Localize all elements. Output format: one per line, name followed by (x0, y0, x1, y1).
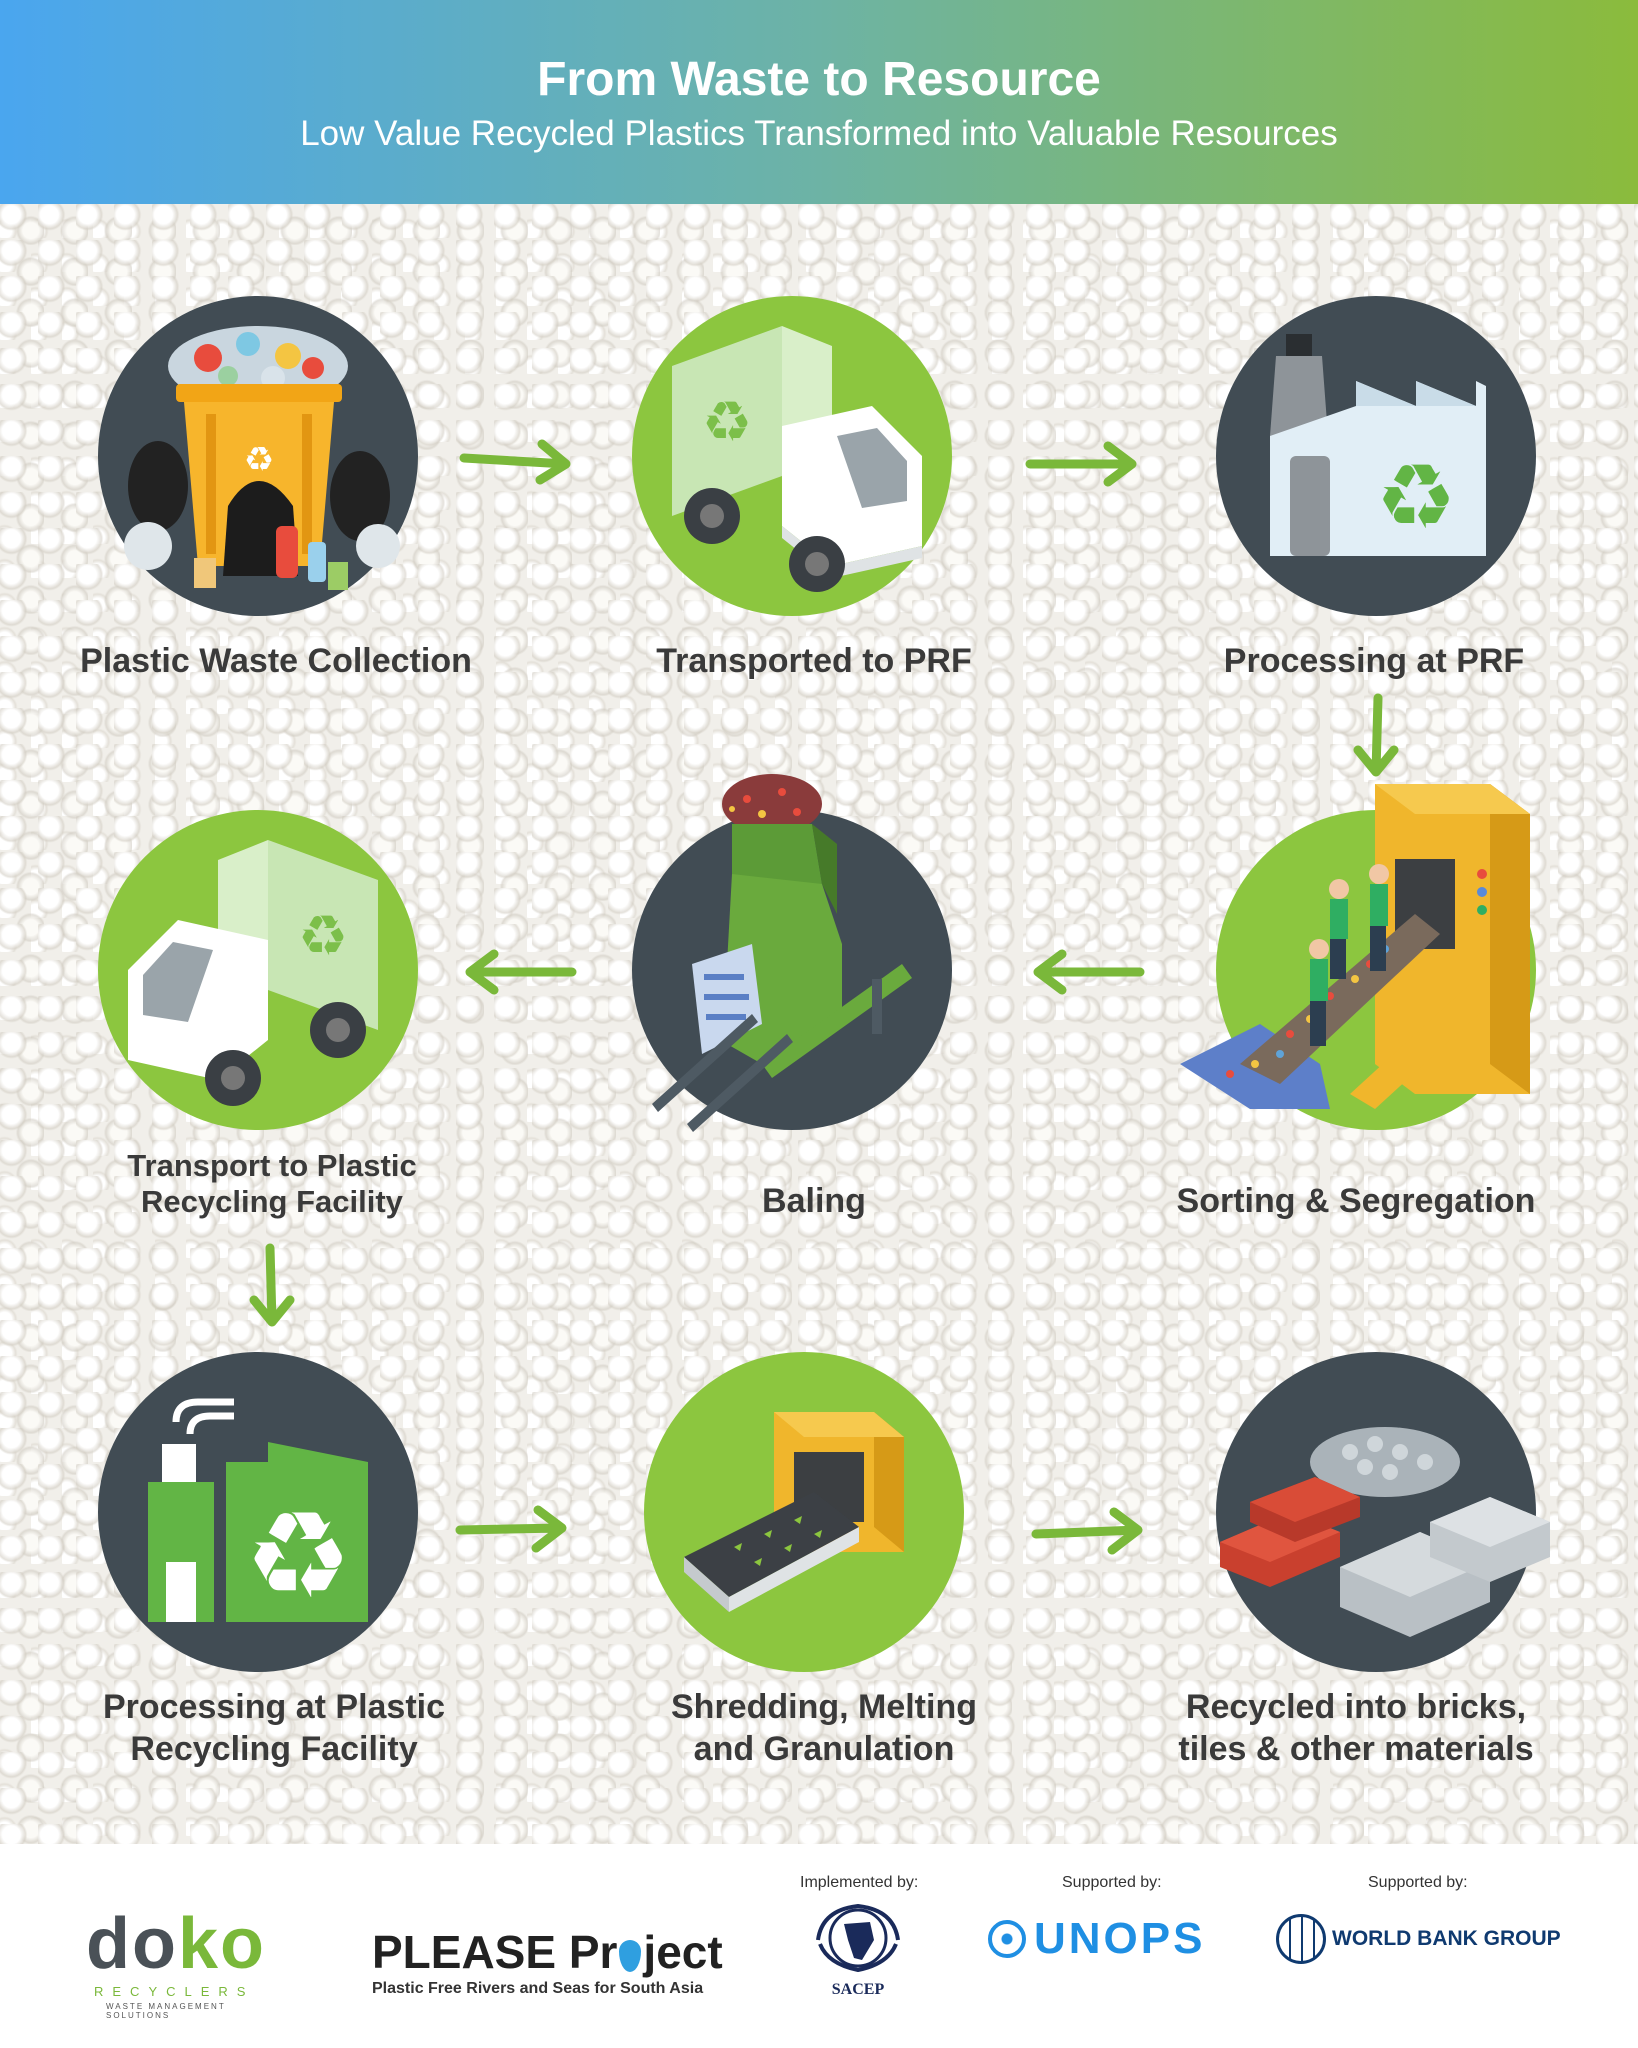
svg-text:♻: ♻ (702, 390, 752, 453)
supported-by-label-1: Supported by: (1062, 1874, 1162, 1891)
process-flow: ♻ ♻ ♻ (0, 204, 1638, 1844)
please-tagline: Plastic Free Rivers and Seas for South A… (372, 1980, 704, 1997)
please-project-logo: PLEASE Pr ject Plastic Free Rivers and Se… (372, 1926, 752, 2016)
waste-bin-icon: ♻ (124, 326, 400, 590)
svg-text:♻: ♻ (244, 441, 274, 479)
svg-text:♻: ♻ (244, 1489, 352, 1623)
sacep-wordmark: SACEP (831, 1981, 885, 1998)
doko-subline-1: RECYCLERS (94, 1984, 255, 1999)
unops-logo: UNOPS (988, 1914, 1205, 1974)
bricks-tiles-icon (1220, 1427, 1550, 1637)
unops-wordmark: UNOPS (1034, 1914, 1206, 1963)
doko-wordmark: doko (86, 1904, 266, 1984)
doko-subline-2: WASTE MANAGEMENT SOLUTIONS (106, 2002, 226, 2020)
page-title: From Waste to Resource (537, 53, 1101, 106)
arrow-down-icon (249, 1243, 295, 1327)
sacep-emblem-icon (816, 1903, 900, 1973)
arrow-right-icon (1031, 1507, 1143, 1555)
footer-logos: doko RECYCLERS WASTE MANAGEMENT SOLUTION… (0, 1844, 1638, 2048)
svg-text:♻: ♻ (298, 904, 348, 967)
factory-icon: ♻ (1270, 334, 1486, 556)
step-label-9: Recycled into bricks,tiles & other mater… (1178, 1688, 1534, 1768)
sacep-logo: SACEP (808, 1900, 908, 2000)
un-emblem-icon (988, 1920, 1026, 1958)
world-bank-wordmark: WORLD BANK GROUP (1332, 1927, 1561, 1950)
please-wordmark-b: ject (643, 1926, 723, 1978)
recycling-plant-icon: ♻ (148, 1398, 368, 1623)
step-label-2: Transported to PRF (656, 642, 972, 680)
sorting-conveyor-icon (1180, 784, 1530, 1109)
supported-by-label-2: Supported by: (1368, 1874, 1468, 1891)
page-subtitle: Low Value Recycled Plastics Transformed … (300, 114, 1338, 153)
arrow-left-icon (465, 949, 577, 995)
arrow-down-icon (1353, 693, 1399, 777)
recycling-truck-icon: ♻ (128, 840, 378, 1106)
shredder-conveyor-icon (684, 1412, 904, 1612)
please-wordmark-a: PLEASE Pr (372, 1926, 618, 1978)
world-bank-logo: WORLD BANK GROUP (1276, 1914, 1561, 1974)
arrow-right-icon (455, 1505, 567, 1553)
step-label-3: Processing at PRF (1223, 642, 1525, 680)
arrow-left-icon (1033, 949, 1145, 995)
arrow-right-icon (459, 439, 571, 485)
water-drop-icon (619, 1940, 642, 1972)
baling-machine-icon (652, 774, 912, 1132)
arrow-right-icon (1025, 441, 1137, 487)
step-label-1: Plastic Waste Collection (80, 642, 472, 680)
step-label-4: Sorting & Segregation (1176, 1182, 1536, 1220)
globe-icon (1276, 1914, 1326, 1964)
step-label-5: Baling (762, 1182, 866, 1220)
doko-logo: doko RECYCLERS WASTE MANAGEMENT SOLUTION… (86, 1904, 286, 2020)
recycling-truck-icon: ♻ (672, 326, 922, 592)
header-banner: From Waste to Resource Low Value Recycle… (0, 0, 1638, 204)
implemented-by-label: Implemented by: (800, 1874, 919, 1891)
svg-text:♻: ♻ (1376, 448, 1457, 548)
